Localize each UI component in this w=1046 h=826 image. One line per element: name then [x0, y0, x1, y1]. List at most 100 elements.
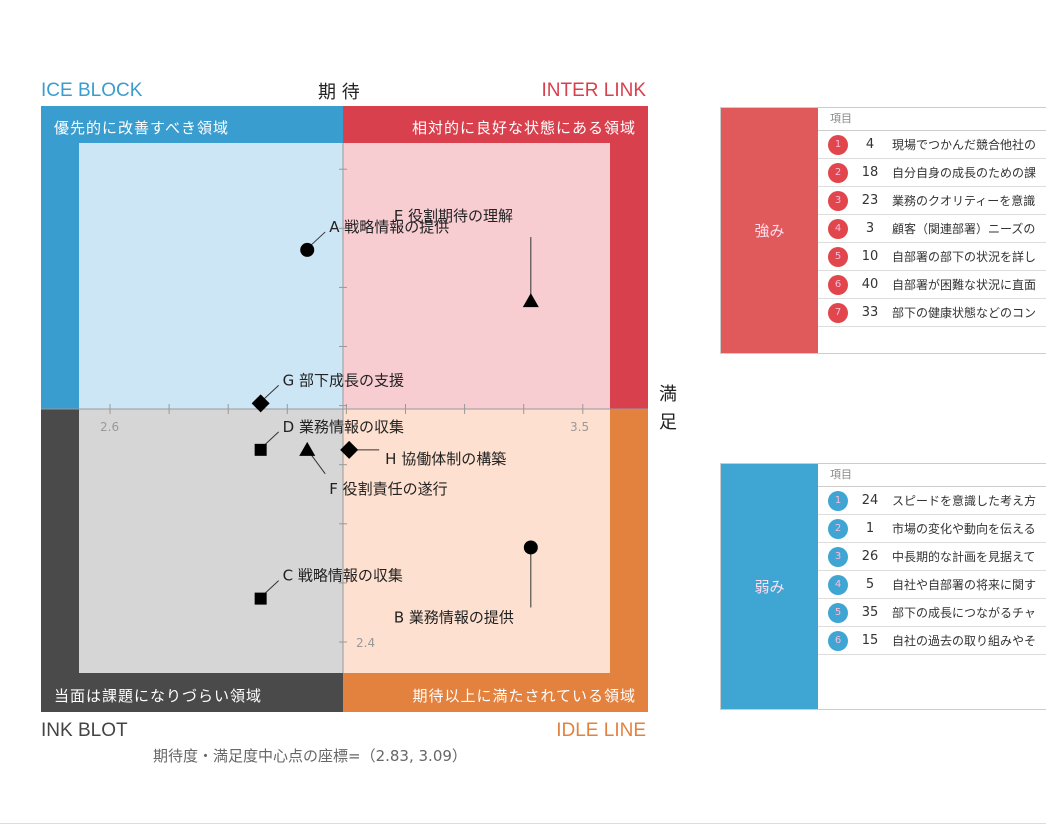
item-text: 自社や自部署の将来に関す — [892, 578, 1037, 592]
item-number: 10 — [861, 249, 879, 264]
point-label: G 部下成長の支援 — [283, 371, 404, 389]
item-number: 5 — [865, 577, 875, 592]
x-tick-label: 2.6 — [100, 420, 119, 434]
table-row: 5 35 部下の成長につながるチャ — [818, 599, 1046, 627]
table-row: 1 4 現場でつかんだ競合他社の — [818, 131, 1046, 159]
y-axis-title: 期 待 — [318, 82, 360, 103]
item-number: 4 — [865, 137, 875, 152]
rank-badge: 6 — [828, 274, 848, 295]
leader-line — [264, 431, 279, 446]
table-row: 5 10 自部署の部下の状況を詳し — [818, 243, 1046, 271]
leader-line — [264, 580, 279, 594]
rank-badge: 4 — [828, 218, 848, 239]
inner-bottom-left — [79, 409, 343, 673]
rank-badge: 2 — [828, 162, 848, 183]
point-label: H 協働体制の構築 — [385, 450, 506, 468]
rank-badge: 5 — [828, 246, 848, 267]
item-number: 24 — [861, 493, 879, 508]
rank-badge: 1 — [828, 134, 848, 155]
item-text: 顧客（関連部署）ニーズの — [892, 222, 1036, 236]
table-row: 2 1 市場の変化や動向を伝える — [818, 515, 1046, 543]
table-row: 3 26 中長期的な計画を見据えて — [818, 543, 1046, 571]
corner-label-bottom-left: INK BLOT — [41, 720, 128, 741]
item-text: 部下の健康状態などのコン — [892, 306, 1037, 320]
item-number: 1 — [865, 521, 875, 536]
rank-badge: 5 — [828, 602, 848, 623]
table-row: 4 5 自社や自部署の将来に関す — [818, 571, 1046, 599]
inner-top-right — [343, 143, 610, 409]
table-row: 4 3 顧客（関連部署）ニーズの — [818, 215, 1046, 243]
item-number: 15 — [861, 633, 879, 648]
inner-bottom-right — [343, 409, 610, 673]
item-number: 40 — [861, 277, 879, 292]
strengths-header: 項目 — [818, 108, 1046, 131]
table-row: 1 24 スピードを意識した考え方 — [818, 487, 1046, 515]
y-tick-label: 2.4 — [356, 636, 375, 650]
leader-line — [310, 231, 326, 246]
point-label: F 役割責任の遂行 — [329, 480, 447, 498]
point-label: A 戦略情報の提供 — [329, 218, 449, 236]
point-label: D 業務情報の収集 — [283, 418, 404, 436]
point-marker-square — [254, 443, 267, 456]
item-text: 中長期的な計画を見据えて — [892, 550, 1036, 564]
item-number: 18 — [861, 165, 879, 180]
table-row: 3 23 業務のクオリティーを意識 — [818, 187, 1046, 215]
x-axis-title-2: 足 — [659, 412, 677, 433]
rank-badge: 1 — [828, 490, 848, 511]
item-text: 自社の過去の取り組みやそ — [892, 634, 1037, 648]
x-axis-title-1: 満 — [659, 384, 677, 405]
point-marker-square — [254, 592, 267, 605]
corner-label-top-left: ICE BLOCK — [41, 80, 143, 101]
quadrant-label-top-left: 優先的に改善すべき領域 — [54, 119, 229, 137]
center-caption: 期待度・満足度中心点の座標=（2.83, 3.09） — [153, 747, 467, 765]
point-label: C 戦略情報の収集 — [283, 567, 403, 585]
item-text: 現場でつかんだ競合他社の — [892, 138, 1037, 152]
rank-badge: 2 — [828, 518, 848, 539]
point-marker-circle — [523, 540, 538, 555]
item-text: 部下の成長につながるチャ — [892, 606, 1036, 620]
point-marker-triangle — [522, 293, 539, 308]
item-text: 自分自身の成長のための課 — [892, 166, 1037, 180]
corner-label-top-right: INTER LINK — [541, 80, 646, 101]
item-text: 自部署が困難な状況に直面 — [892, 278, 1037, 292]
point-marker-diamond — [251, 394, 270, 413]
item-number: 23 — [861, 193, 879, 208]
leader-line — [264, 384, 279, 399]
weaknesses-header: 項目 — [818, 464, 1046, 487]
leader-line — [310, 454, 326, 475]
item-number: 33 — [861, 305, 879, 320]
rank-badge: 6 — [828, 630, 848, 651]
quadrant-chart: 2.6 3.5 2.4 A 戦略情報の提供 B 業務情報の提供 C 戦略情報の収集 D 業務… — [41, 106, 648, 712]
item-text: スピードを意識した考え方 — [892, 494, 1037, 508]
table-row: 2 18 自分自身の成長のための課 — [818, 159, 1046, 187]
point-label: B 業務情報の提供 — [394, 608, 514, 626]
strengths-table: 強み 項目 1 4 現場でつかんだ競合他社の 2 18 自分自身の成長のための課 3 23 業務… — [720, 107, 1046, 354]
quadrant-label-bottom-right: 期待以上に満たされている領域 — [412, 687, 636, 705]
weaknesses-table: 弱み 項目 1 24 スピードを意識した考え方 2 1 市場の変化や動向を伝える 3 26 中長… — [720, 463, 1046, 710]
table-row: 6 15 自社の過去の取り組みやそ — [818, 627, 1046, 655]
inner-top-left — [79, 143, 343, 409]
rank-badge: 3 — [828, 546, 848, 567]
item-number: 35 — [861, 605, 879, 620]
table-row: 7 33 部下の健康状態などのコン — [818, 299, 1046, 327]
item-text: 業務のクオリティーを意識 — [892, 194, 1036, 208]
item-number: 3 — [865, 221, 875, 236]
rank-badge: 7 — [828, 302, 848, 323]
quadrant-label-bottom-left: 当面は課題になりづらい領域 — [54, 687, 263, 705]
item-text: 市場の変化や動向を伝える — [892, 522, 1036, 536]
point-marker-diamond — [340, 440, 359, 459]
item-number: 26 — [861, 549, 879, 564]
x-tick-label: 3.5 — [570, 420, 589, 434]
divider — [0, 823, 1046, 824]
point-label: E 役割期待の理解 — [394, 207, 513, 225]
rank-badge: 4 — [828, 574, 848, 595]
point-marker-circle — [300, 242, 315, 257]
quadrant-label-top-right: 相対的に良好な状態にある領域 — [411, 119, 636, 137]
rank-badge: 3 — [828, 190, 848, 211]
strengths-title: 強み — [721, 108, 818, 353]
table-row: 6 40 自部署が困難な状況に直面 — [818, 271, 1046, 299]
item-text: 自部署の部下の状況を詳し — [892, 250, 1037, 264]
weaknesses-title: 弱み — [721, 464, 818, 709]
point-marker-triangle — [299, 441, 316, 456]
corner-label-bottom-right: IDLE LINE — [556, 720, 646, 741]
